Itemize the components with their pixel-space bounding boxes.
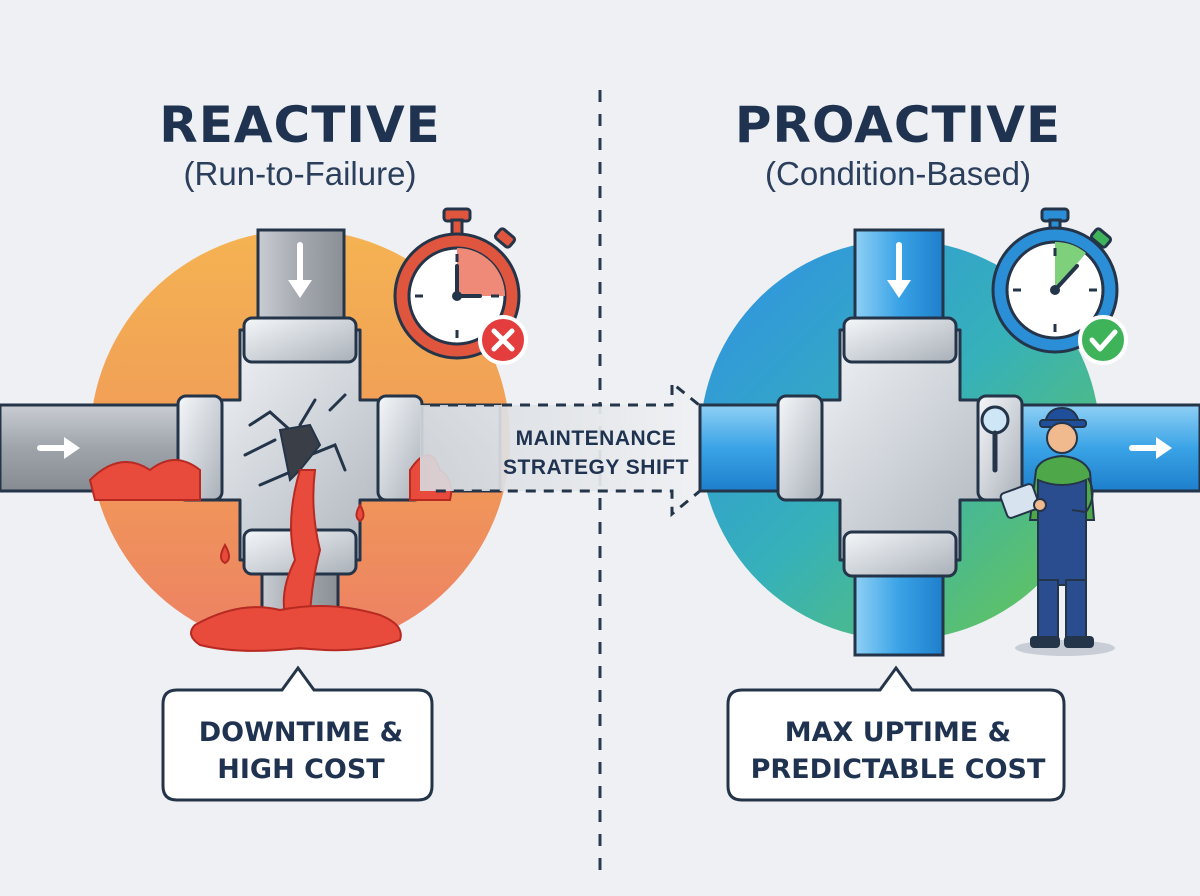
reactive-stopwatch-icon — [393, 207, 521, 360]
down-arrow-head-icon — [887, 280, 911, 298]
reactive-subtitle: (Run-to-Failure) — [183, 155, 417, 192]
flow-arrow-head-icon — [1156, 437, 1172, 459]
droplet-icon — [355, 503, 365, 523]
strategy-shift-arrow-fill — [420, 383, 752, 514]
strategy-shift-label-line1: MAINTENANCE — [515, 427, 677, 450]
magnifier-icon — [980, 405, 1010, 473]
droplet-icon — [220, 542, 230, 565]
reactive-title: REACTIVE — [159, 96, 441, 154]
proactive-stopwatch-icon — [991, 207, 1119, 354]
strategy-shift-label-line2: STRATEGY SHIFT — [503, 456, 689, 479]
proactive-lower-pipe — [853, 573, 945, 657]
green-check-icon — [1078, 315, 1128, 365]
proactive-top-coupling — [842, 316, 958, 364]
flow-arrow-head-icon — [64, 437, 80, 459]
crack-lines — [243, 393, 347, 487]
proactive-subtitle: (Condition-Based) — [765, 155, 1031, 192]
proactive-left-coupling — [776, 394, 824, 502]
down-arrow-head-icon — [288, 280, 312, 298]
downtime-callout-line2: HIGH COST — [217, 754, 385, 785]
downtime-callout — [161, 665, 434, 802]
proactive-bottom-coupling — [842, 530, 958, 578]
leak-puddle-left — [88, 459, 201, 501]
leak-pool — [190, 605, 402, 652]
reactive-top-coupling — [242, 316, 358, 364]
uptime-callout — [726, 665, 1066, 802]
proactive-title: PROACTIVE — [734, 96, 1062, 154]
technician-figure — [999, 406, 1115, 656]
uptime-callout-line1: MAX UPTIME & — [784, 717, 1012, 748]
red-x-icon — [478, 315, 528, 365]
uptime-callout-line2: PREDICTABLE COST — [750, 754, 1046, 785]
tablet-icon — [999, 483, 1041, 519]
downtime-callout-line1: DOWNTIME & — [198, 717, 404, 748]
